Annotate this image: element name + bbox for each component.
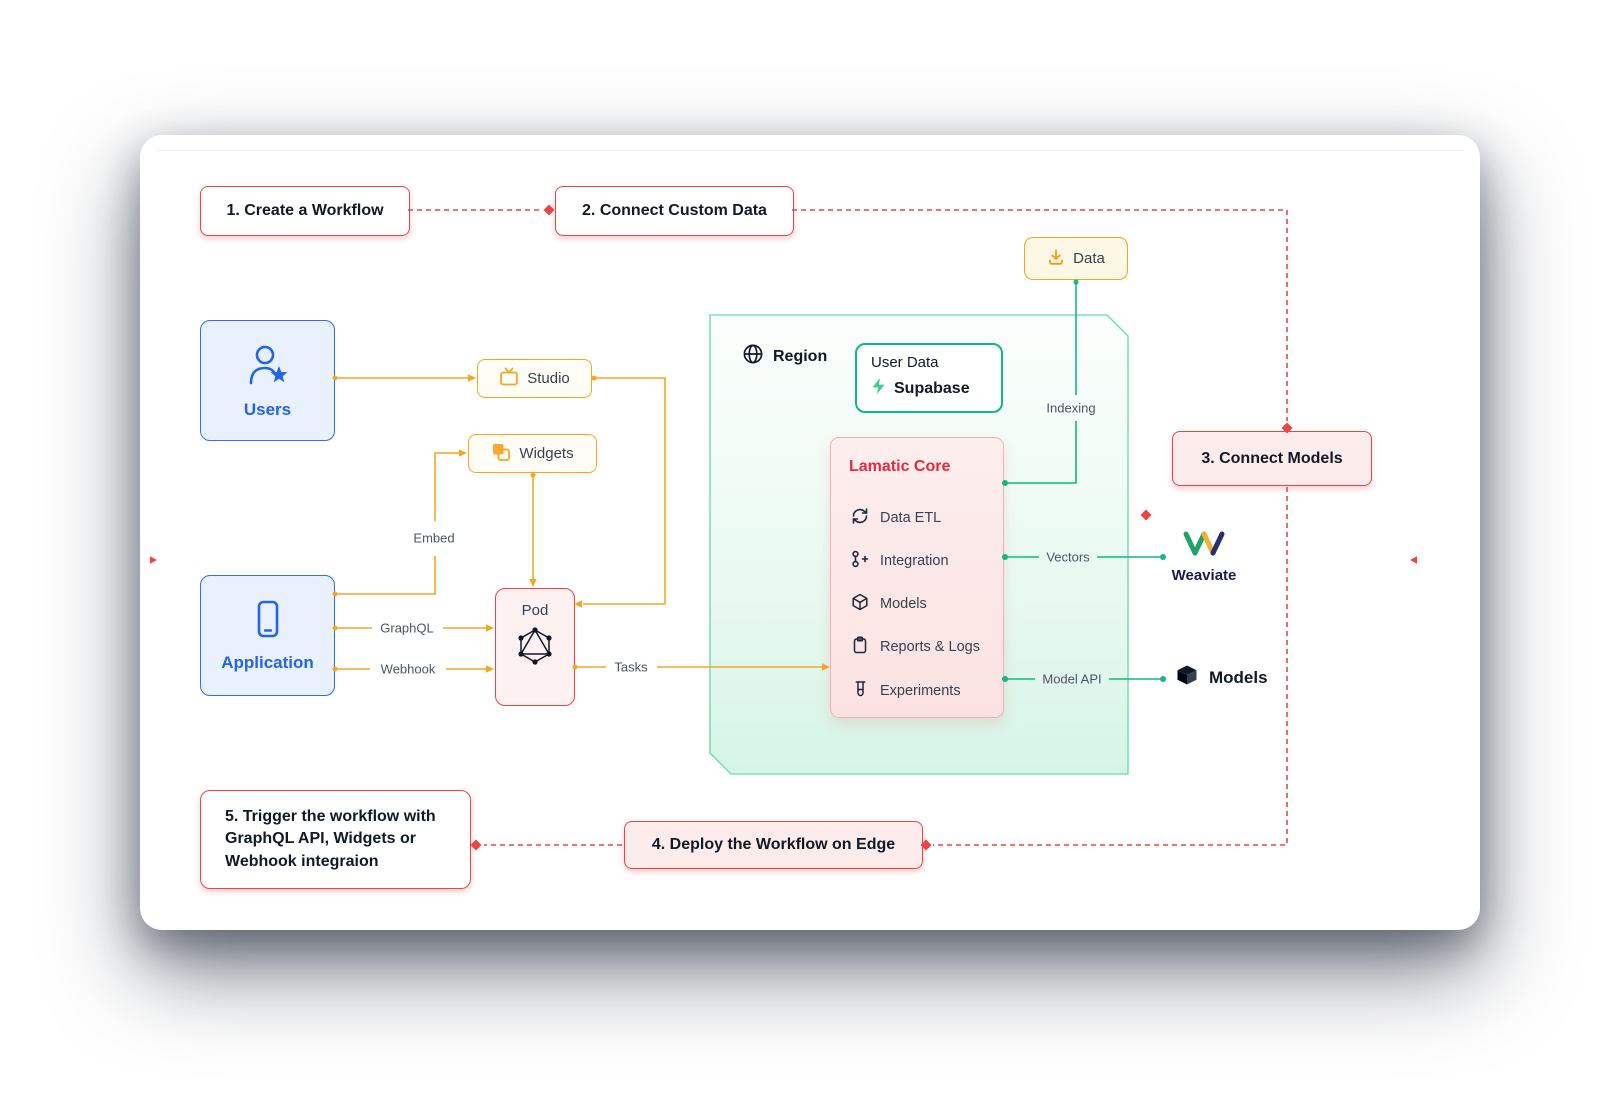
graphql-icon [515,626,555,671]
edge-label-graphql: GraphQL [375,619,439,637]
core-item-label: Models [880,596,927,612]
step-connect-custom-data-label: 2. Connect Custom Data [582,202,767,219]
core-item-integration: Integration [851,549,949,573]
refresh-icon [851,507,869,530]
region-label: Region [773,347,828,365]
user-data-node: User Data Supabase [855,343,1003,413]
users-label: Users [243,399,292,419]
pod-label: Pod [521,602,549,619]
core-item-experiments: Experiments [851,679,961,703]
lamatic-core-panel: Lamatic Core Data ETL [830,437,1004,718]
core-item-label: Integration [880,553,949,569]
weaviate-node: Weaviate [1163,529,1245,584]
widgets-icon [491,442,511,466]
step-create-workflow: 1. Create a Workflow [200,186,410,236]
weaviate-label: Weaviate [1171,567,1237,584]
step-trigger-workflow-label: 5. Trigger the workflow with GraphQL API… [225,807,436,870]
step-create-workflow-label: 1. Create a Workflow [226,202,384,219]
download-icon [1047,248,1065,270]
core-item-data-etl: Data ETL [851,506,941,530]
application-label: Application [221,652,314,672]
step-connect-models: 3. Connect Models [1172,431,1372,486]
pod-node: Pod [495,588,575,706]
region-header: Region [742,343,827,370]
core-item-reports-logs: Reports & Logs [851,635,980,659]
lamatic-core-title: Lamatic Core [849,458,951,475]
edge-label-tasks: Tasks [609,658,653,676]
edge-label-vectors: Vectors [1046,549,1090,565]
package-icon [851,593,869,616]
widgets-node: Widgets [468,434,597,473]
edge-label-embed: Embed [408,529,460,547]
user-star-icon [245,342,291,393]
studio-label: Studio [527,370,570,387]
studio-node: Studio [477,359,592,398]
cube-icon [1176,664,1198,691]
step-deploy-edge: 4. Deploy the Workflow on Edge [624,821,923,869]
step-connect-models-label: 3. Connect Models [1201,449,1343,467]
users-node: Users [200,320,335,441]
core-item-models: Models [851,592,927,616]
supabase-bolt-icon [871,377,886,400]
weaviate-logo-icon [1182,529,1226,562]
widgets-label: Widgets [519,445,574,462]
models-label: Models [1209,667,1268,687]
core-item-label: Data ETL [880,510,942,526]
models-node: Models [1176,664,1268,691]
edge-label-webhook: Webhook [375,660,441,678]
supabase-label: Supabase [894,379,970,397]
clipboard-icon [851,635,869,659]
step-trigger-workflow: 5. Trigger the workflow with GraphQL API… [200,790,471,889]
core-item-label: Reports & Logs [880,639,980,655]
test-tube-icon [851,680,869,703]
studio-tv-icon [499,367,519,391]
mobile-phone-icon [248,599,288,646]
data-label: Data [1073,250,1105,267]
globe-icon [742,343,764,370]
step-deploy-edge-label: 4. Deploy the Workflow on Edge [651,836,896,853]
step-connect-custom-data: 2. Connect Custom Data [555,186,794,236]
core-item-label: Experiments [880,683,961,699]
application-node: Application [200,575,335,696]
edge-label-model-api: Model API [1042,671,1102,687]
integration-icon [851,550,869,573]
data-node: Data [1024,237,1128,280]
edge-label-indexing: Indexing [1046,400,1096,416]
card-top-divider [156,150,1464,151]
user-data-title: User Data [871,354,939,371]
